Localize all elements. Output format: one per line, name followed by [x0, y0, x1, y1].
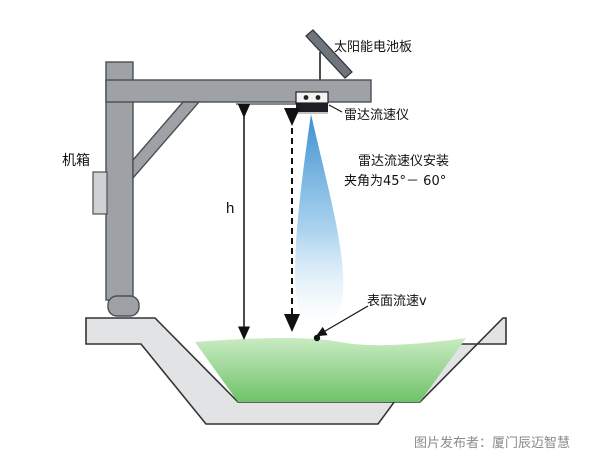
pole-base — [107, 295, 140, 317]
solar-panel-label: 太阳能电池板 — [334, 40, 413, 55]
radar-sensor-icon — [295, 91, 329, 114]
install-angle-label-line2: 夹角为45°－ 60° — [344, 174, 447, 189]
height-label: h — [226, 200, 235, 217]
diagonal-brace — [132, 101, 201, 180]
surface-leader-line — [315, 305, 369, 337]
install-angle-label-line1: 雷达流速仪安装 — [358, 154, 450, 169]
measurement-point — [313, 334, 321, 342]
cabinet-label: 机箱 — [62, 153, 90, 169]
solar-panel-icon — [305, 29, 353, 80]
publisher-watermark: 图片发布者：厦门辰迈智慧 — [414, 436, 571, 451]
water-body — [195, 338, 466, 402]
cross-arm — [105, 79, 372, 103]
surface-velocity-label: 表面流速v — [367, 294, 427, 309]
radar-leader-line — [328, 104, 343, 113]
cabinet-icon — [92, 171, 108, 215]
radar-beam — [295, 114, 344, 326]
radar-meter-label: 雷达流速仪 — [344, 108, 410, 123]
